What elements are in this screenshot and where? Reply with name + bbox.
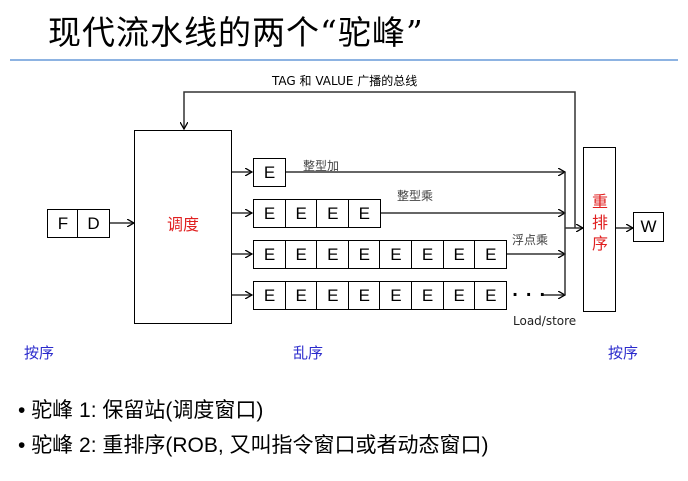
- reorder-char-3: 序: [591, 234, 608, 253]
- execution-stage: E: [284, 199, 318, 228]
- execution-stage: E: [411, 281, 445, 310]
- reorder-buffer-box: [583, 147, 616, 312]
- execution-stage: E: [474, 281, 508, 310]
- execution-stage: E: [379, 240, 413, 269]
- broadcast-bus: [184, 91, 576, 228]
- execution-stage: E: [347, 199, 381, 228]
- bullet-hump-2: • 驼峰 2: 重排序(ROB, 又叫指令窗口或者动态窗口): [18, 434, 489, 457]
- execution-stage: E: [347, 240, 381, 269]
- reorder-buffer-label: 重 排 序: [591, 191, 609, 254]
- bullet-text: 驼峰 2: 重排序(ROB, 又叫指令窗口或者动态窗口): [31, 434, 489, 457]
- execution-stage: E: [253, 158, 287, 187]
- order-label-in-order-front: 按序: [24, 344, 55, 362]
- execution-stage: E: [253, 240, 287, 269]
- scheduler-box: [134, 130, 232, 324]
- fetch-stage: F: [47, 209, 79, 238]
- execution-stage: E: [442, 240, 476, 269]
- order-label-out-of-order: 乱序: [293, 344, 324, 362]
- reorder-char-2: 排: [591, 213, 608, 232]
- ellipsis: . . .: [512, 281, 547, 300]
- decode-stage: D: [77, 209, 110, 238]
- slide-title: 现代流水线的两个“驼峰”: [48, 13, 424, 52]
- execution-stage: E: [284, 281, 318, 310]
- order-label-in-order-back: 按序: [608, 344, 639, 362]
- execution-stage: E: [442, 281, 476, 310]
- execution-stage: E: [316, 240, 350, 269]
- bullet-hump-1: • 驼峰 1: 保留站(调度窗口): [18, 399, 264, 422]
- bus-label: TAG 和 VALUE 广播的总线: [272, 74, 418, 88]
- reorder-char-1: 重: [591, 192, 608, 211]
- execution-stage: E: [379, 281, 413, 310]
- pipeline-label-load-store: Load/store: [513, 314, 577, 328]
- execution-stage: E: [316, 199, 350, 228]
- bullet-text: 驼峰 1: 保留站(调度窗口): [31, 399, 264, 422]
- execution-stage: E: [253, 199, 287, 228]
- execution-stage: E: [411, 240, 445, 269]
- execution-stage: E: [316, 281, 350, 310]
- execution-stage: E: [253, 281, 287, 310]
- pipeline-label-int-mul: 整型乘: [397, 189, 434, 203]
- execution-stage: E: [347, 281, 381, 310]
- execution-stage: E: [474, 240, 508, 269]
- execution-stage: E: [284, 240, 318, 269]
- scheduler-label: 调度: [167, 215, 200, 234]
- writeback-stage: W: [633, 212, 664, 242]
- title-divider: [10, 59, 678, 61]
- pipeline-label-fp-mul: 浮点乘: [512, 233, 549, 247]
- pipeline-label-int-add: 整型加: [303, 159, 340, 173]
